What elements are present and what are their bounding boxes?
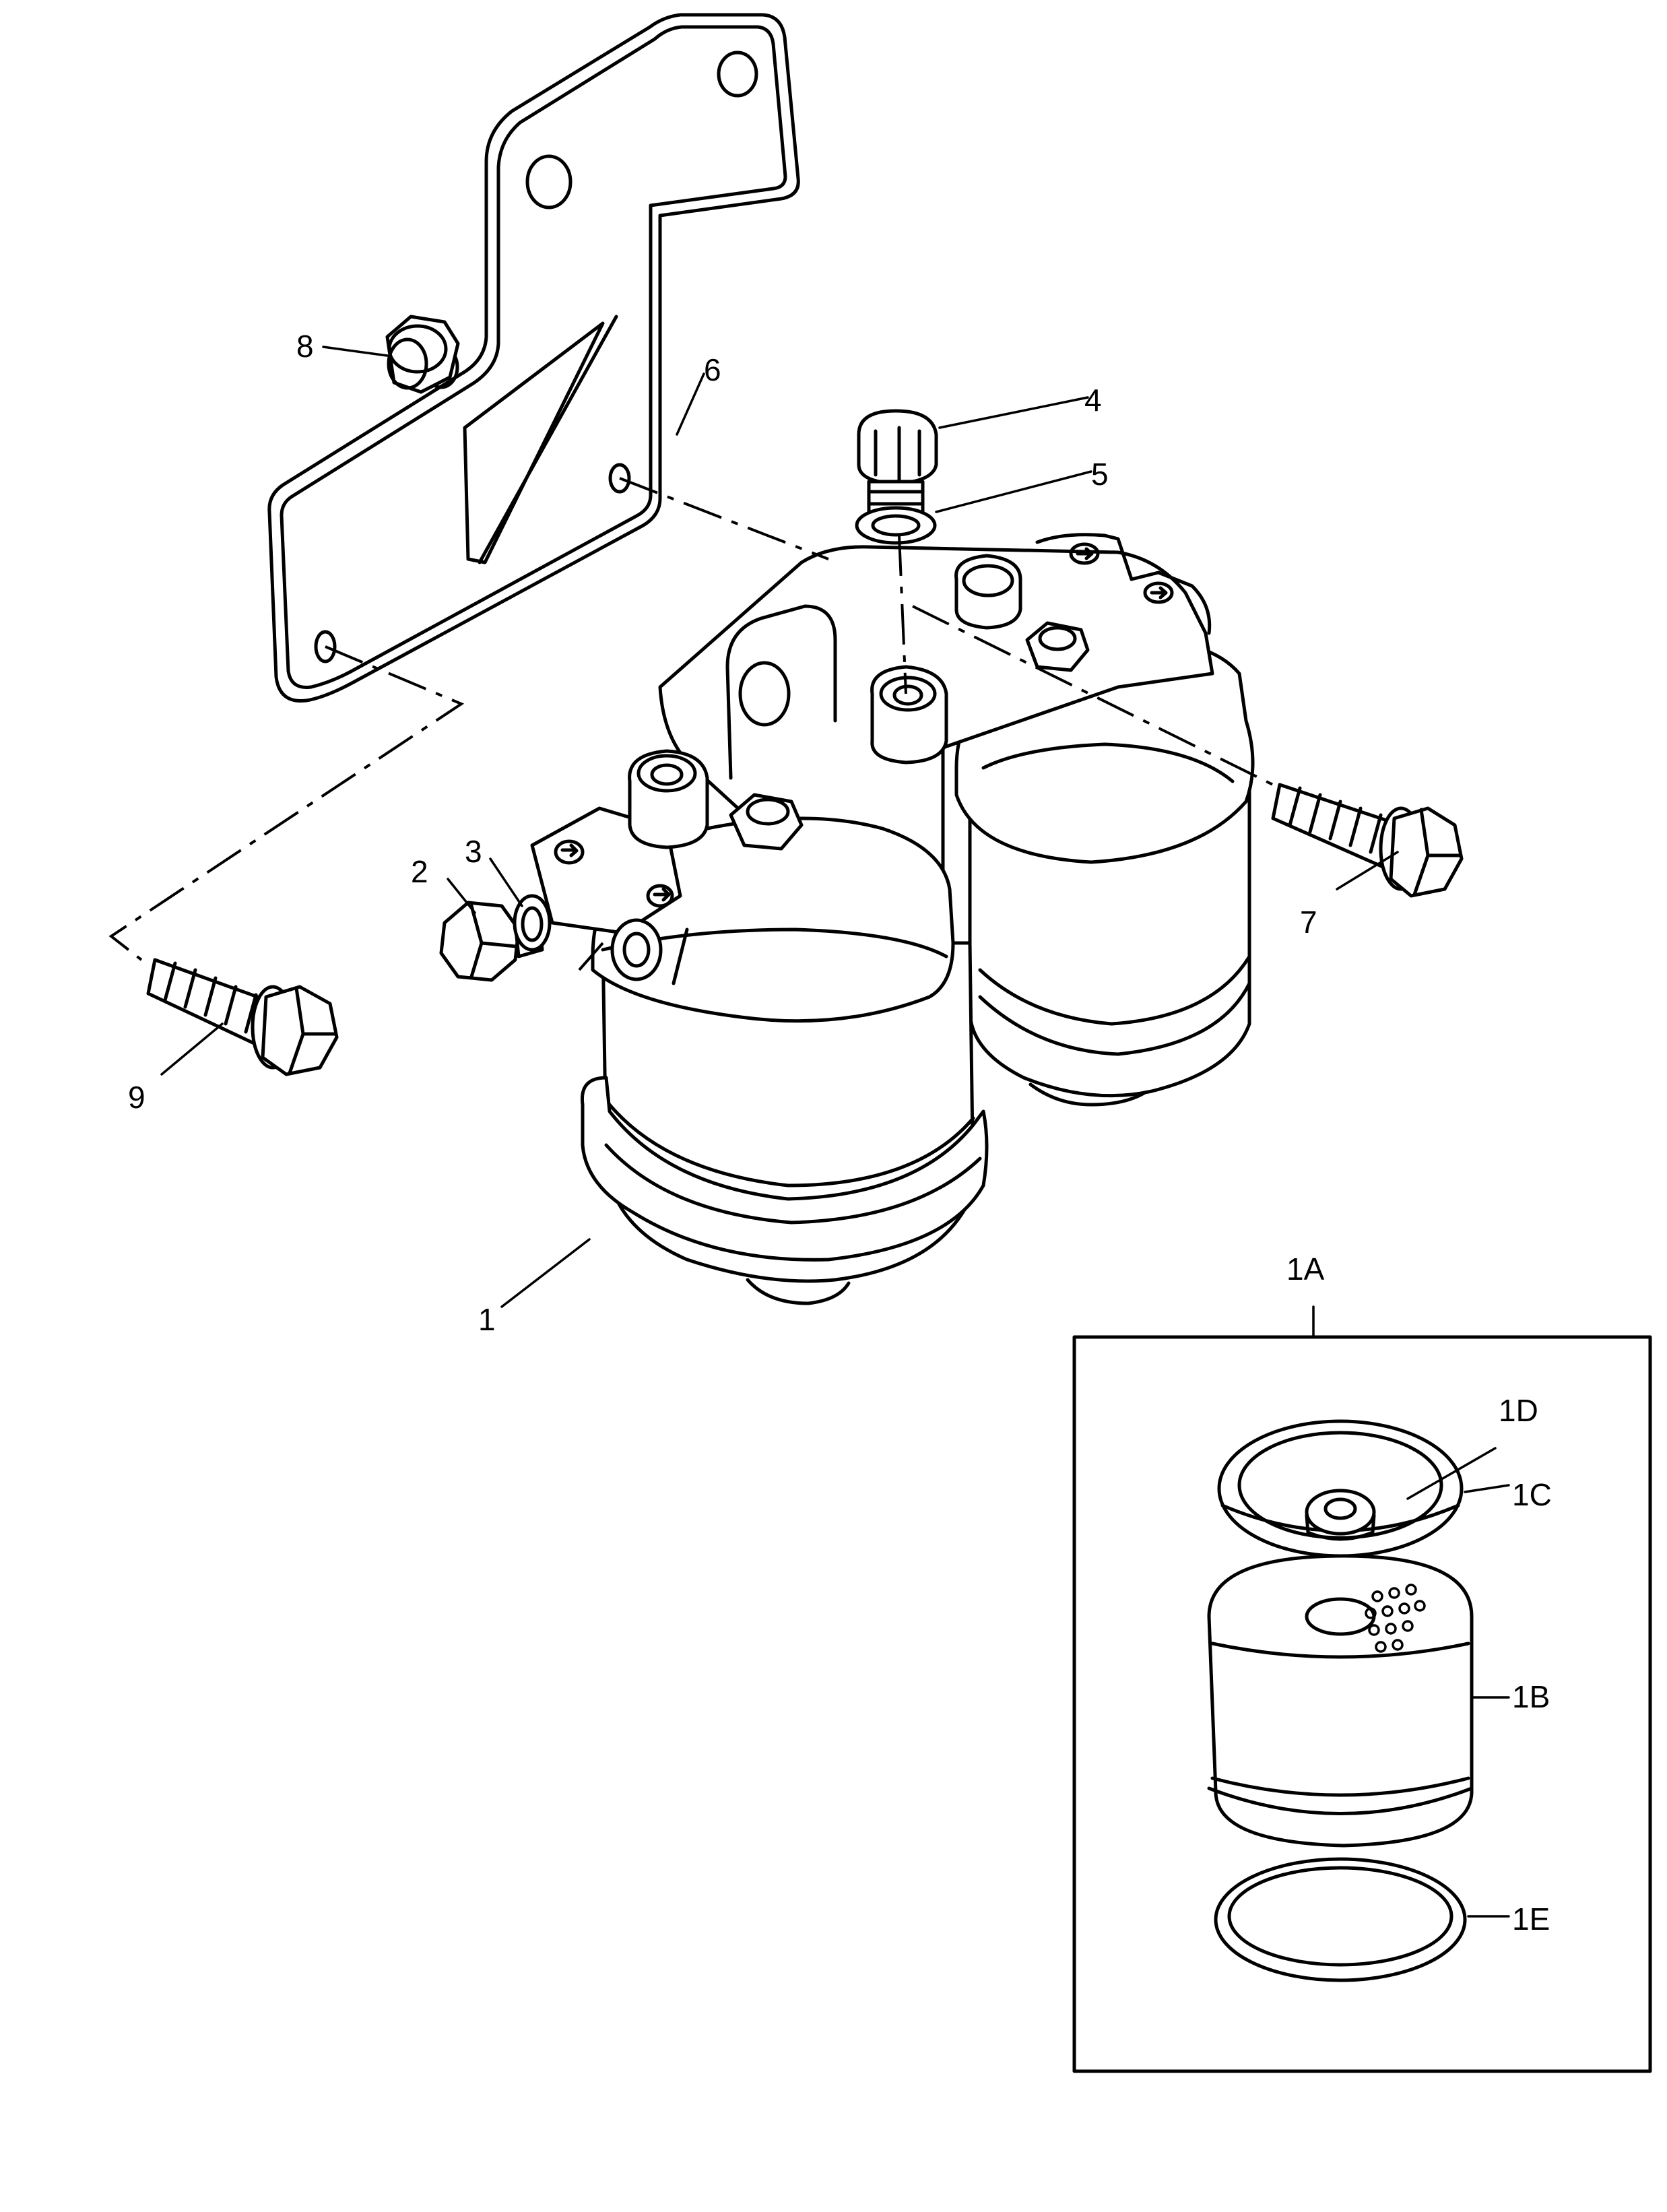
label-9: 9 — [128, 1080, 145, 1115]
label-2: 2 — [411, 854, 428, 889]
filter-element-inset — [1072, 1335, 1652, 2073]
label-8: 8 — [296, 329, 314, 364]
label-1B: 1B — [1512, 1679, 1550, 1714]
bolt-part-9 — [146, 958, 339, 1076]
label-7: 7 — [1300, 905, 1317, 940]
plug-part-4 — [857, 409, 938, 517]
label-1E: 1E — [1512, 1901, 1550, 1937]
label-1C: 1C — [1512, 1477, 1552, 1512]
label-1: 1 — [478, 1302, 496, 1337]
filter-assembly — [530, 533, 1255, 1305]
label-3: 3 — [465, 834, 482, 869]
label-6: 6 — [704, 352, 721, 387]
nut-part-8 — [385, 315, 460, 394]
label-4: 4 — [1084, 383, 1102, 418]
label-5: 5 — [1091, 457, 1109, 492]
washer-part-3 — [513, 894, 552, 952]
mounting-bracket — [267, 13, 800, 703]
label-1D: 1D — [1499, 1393, 1538, 1428]
leader-lines — [160, 346, 1510, 1918]
bolt-part-7 — [1271, 783, 1464, 898]
assembly-lines — [108, 477, 1280, 971]
washer-part-5 — [855, 506, 937, 545]
label-1A: 1A — [1286, 1251, 1325, 1287]
